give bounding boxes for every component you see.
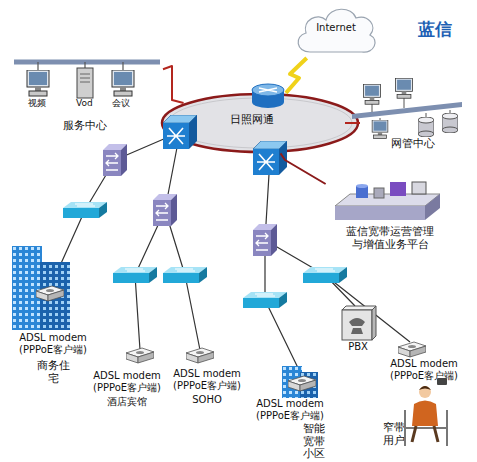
database-icon xyxy=(442,113,458,133)
node-text: ADSL modem (PPPoE客户端) xyxy=(168,368,246,391)
network-node: 网管中心 xyxy=(345,88,470,158)
node-text: PBX xyxy=(338,341,378,353)
node-text: 窄带用户 xyxy=(382,422,406,447)
lan-bar xyxy=(352,102,462,119)
access-switch-icon xyxy=(113,267,157,283)
ring-outline xyxy=(162,94,358,152)
pbx-icon xyxy=(342,306,376,340)
building-icon xyxy=(12,246,70,330)
node-text: ADSL modem (PPPoE客户端) xyxy=(250,398,330,421)
building-icon xyxy=(282,366,318,398)
lan-bar xyxy=(14,60,160,65)
node-text: 智能宽带小区 xyxy=(302,423,326,461)
node-text: 酒店宾馆 xyxy=(88,396,166,408)
network-node: ADSL modem (PPPoE客户端) 商务住宅 xyxy=(5,238,100,386)
node-text: 日照网通 xyxy=(222,114,282,127)
l3-switch-icon xyxy=(103,144,127,176)
l3-switch-icon xyxy=(153,194,177,226)
network-node: 蓝信宽带运营管理与增值业务平台 xyxy=(325,184,455,260)
network-node: ADSL modem (PPPoE客户端) 窄带用户 xyxy=(370,334,475,456)
modem-icon xyxy=(288,376,316,391)
node-text: 蓝信宽带运营管理与增值业务平台 xyxy=(344,226,436,251)
access-switch-icon xyxy=(163,267,207,283)
network-link xyxy=(163,66,184,103)
user-icon xyxy=(405,378,447,446)
ring-inner xyxy=(168,98,352,148)
monitor-icon xyxy=(372,120,388,139)
node-text: ADSL modem (PPPoE客户端) xyxy=(13,332,93,355)
network-node: ADSL modem (PPPoE客户端) SOHO xyxy=(166,340,248,412)
access-switch-icon xyxy=(243,292,287,308)
platform-icon xyxy=(335,182,440,220)
device-label: Vod xyxy=(76,99,93,109)
monitor-icon xyxy=(396,78,413,98)
modem-icon xyxy=(126,348,154,363)
network-link xyxy=(281,153,326,184)
network-node: ADSL modem (PPPoE客户端)智能宽带小区 xyxy=(250,362,346,460)
wire xyxy=(38,62,123,71)
node-text: 网管中心 xyxy=(383,138,443,151)
monitor-icon xyxy=(27,70,49,96)
network-node: ADSL modem (PPPoE客户端) 酒店宾馆 xyxy=(86,340,168,418)
network-link xyxy=(286,58,307,93)
node-text: ADSL modem (PPPoE客户端) xyxy=(384,358,464,381)
network-node: Internet xyxy=(292,2,380,58)
logo-text: 蓝信 xyxy=(418,20,452,39)
access-switch-icon xyxy=(63,202,107,218)
node-text: Internet xyxy=(296,22,376,34)
modem-icon xyxy=(186,348,214,363)
node-text: 商务住宅 xyxy=(35,360,71,385)
access-switch-icon xyxy=(303,267,347,283)
management-lan xyxy=(352,78,462,138)
device-label: 会议 xyxy=(112,99,130,109)
modem-icon xyxy=(398,342,426,357)
node-text: ADSL modem (PPPoE客户端) xyxy=(88,370,166,393)
modem-icon xyxy=(36,286,64,301)
service-center-lan xyxy=(14,62,160,98)
database-icon xyxy=(418,117,434,137)
network-node: 日照网通 xyxy=(160,92,360,154)
wires xyxy=(50,132,410,372)
network-node: PBX xyxy=(338,303,378,355)
wire xyxy=(372,98,450,122)
network-node: 服务中心 xyxy=(8,56,163,138)
l3-switch-icon xyxy=(253,224,277,256)
monitor-icon xyxy=(112,70,134,96)
wire xyxy=(50,132,410,372)
node-text: SOHO xyxy=(168,394,246,406)
server-icon xyxy=(77,68,93,98)
node-text: 服务中心 xyxy=(55,120,115,133)
monitor-icon xyxy=(364,84,381,104)
device-label: 视频 xyxy=(28,99,46,109)
